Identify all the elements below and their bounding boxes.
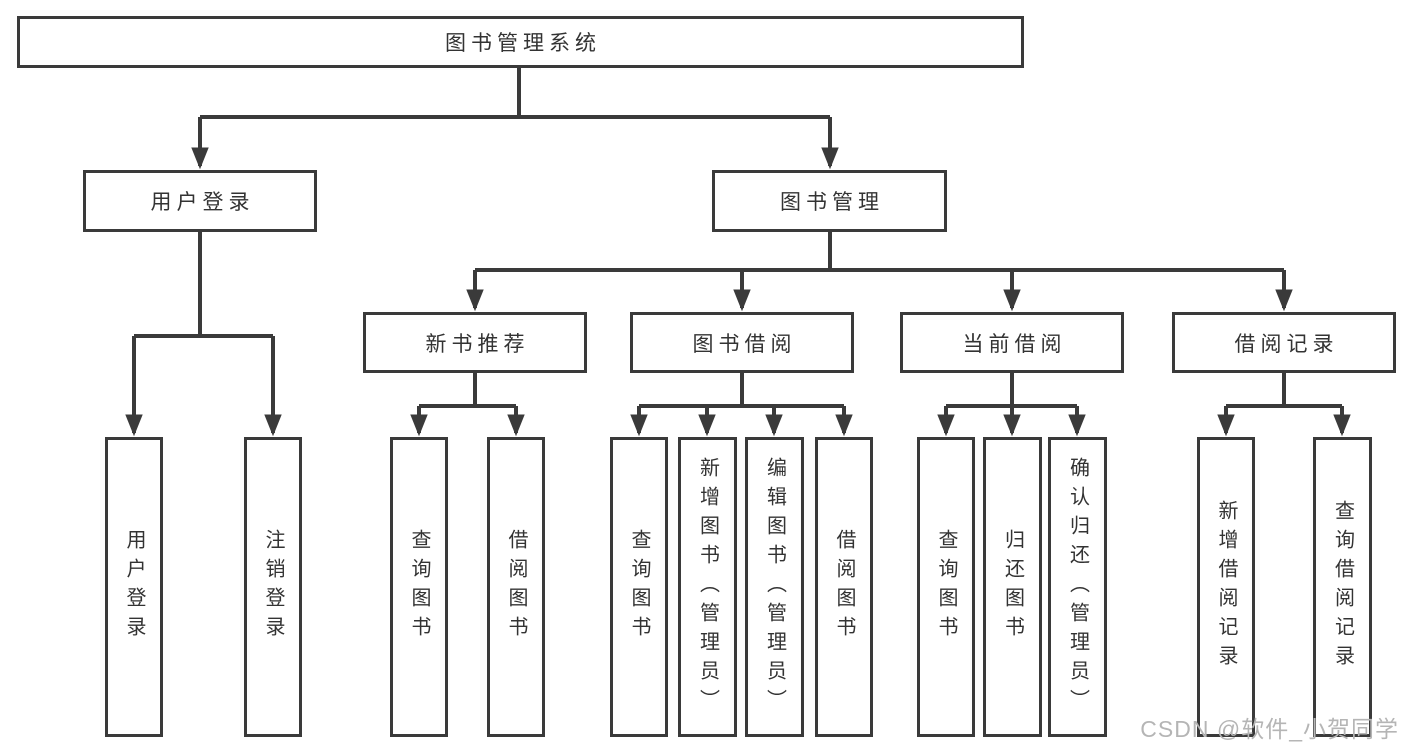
leaf-query-books-borrow: 查询图书 <box>610 437 668 737</box>
node-user-login: 用户登录 <box>83 170 317 232</box>
leaf-edit-books-admin: 编辑图书（管理员） <box>745 437 804 737</box>
leaf-borrow-books-recommend: 借阅图书 <box>487 437 545 737</box>
leaf-query-borrow-record: 查询借阅记录 <box>1313 437 1372 737</box>
node-current-borrow: 当前借阅 <box>900 312 1124 373</box>
node-book-management: 图书管理 <box>712 170 947 232</box>
leaf-confirm-return-admin: 确认归还（管理员） <box>1048 437 1107 737</box>
leaf-add-borrow-record: 新增借阅记录 <box>1197 437 1255 737</box>
node-book-borrow: 图书借阅 <box>630 312 854 373</box>
leaf-logout: 注销登录 <box>244 437 302 737</box>
leaf-query-books-current: 查询图书 <box>917 437 975 737</box>
csdn-watermark: CSDN @软件_小贺同学 <box>1140 716 1399 742</box>
leaf-borrow-books: 借阅图书 <box>815 437 873 737</box>
leaf-return-books: 归还图书 <box>983 437 1042 737</box>
node-root-system: 图书管理系统 <box>17 16 1024 68</box>
leaf-add-books-admin: 新增图书（管理员） <box>678 437 737 737</box>
leaf-query-books-recommend: 查询图书 <box>390 437 448 737</box>
node-borrow-records: 借阅记录 <box>1172 312 1396 373</box>
leaf-user-login: 用户登录 <box>105 437 163 737</box>
node-new-book-recommend: 新书推荐 <box>363 312 587 373</box>
